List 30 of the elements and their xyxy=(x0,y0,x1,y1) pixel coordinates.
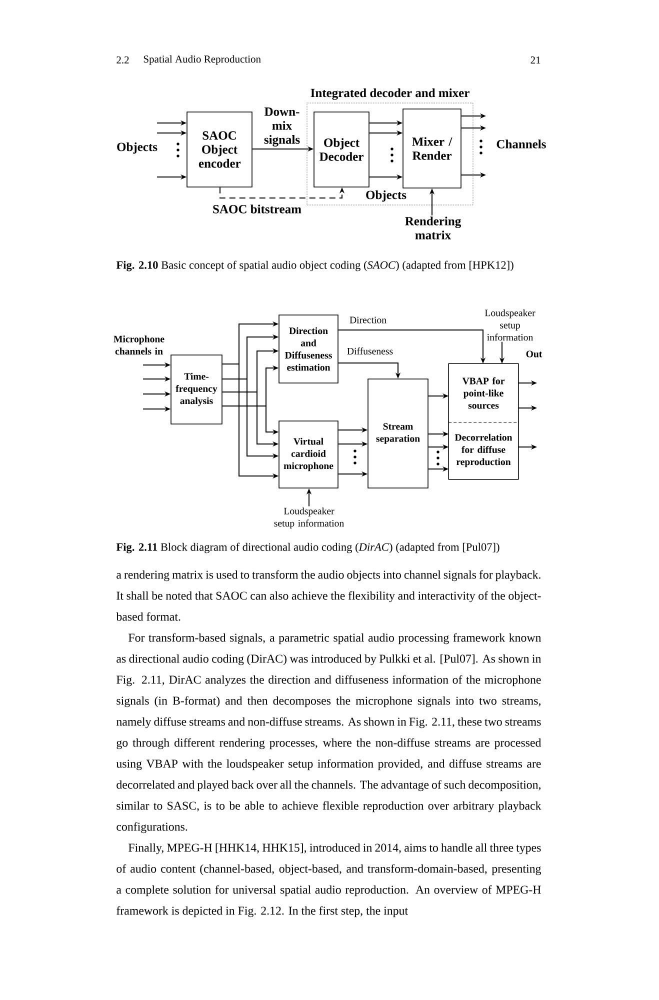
edge-label: Diffuseness xyxy=(346,346,394,356)
paragraph: a rendering matrix is used to transform the audio objects into channel signals for playback. It shall be noted that SAOC can also achieve the flexibility and interactivity of the object-based format. xyxy=(116,570,541,621)
process-box: Mixer / Render xyxy=(402,108,462,188)
signal-label: Microphone channels in xyxy=(114,335,164,355)
signal-label: Objects xyxy=(117,142,158,154)
edge-label: Down-mix signals xyxy=(258,106,306,148)
page-header: 2.2 xyxy=(116,56,129,64)
process-box: Virtual cardioid microphone xyxy=(278,420,338,488)
process-box: Time-frequency analysis xyxy=(170,354,222,424)
input-label: Loudspeaker setup information xyxy=(484,309,536,341)
process-box: SAOC Object encoder xyxy=(186,112,252,188)
input-label: Rendering matrix xyxy=(405,216,461,240)
signal-label: Objects xyxy=(366,190,406,202)
signal-label: Channels xyxy=(496,140,546,148)
signal-label: Out xyxy=(526,350,542,358)
paragraph: For transform-based signals, a parametric spatial audio processing framework known as directional audio coding (DirAC) was introduced by Pulkki et al. [Pul07]. As shown in Fig. 2.11, DirAC analyzes the direction and diffuseness information of the microphone signals (in B-format) and then decomposes the microphone signals into two streams, namely diffuse streams and non-diffuse streams. As shown in Fig. 2.11, these two streams go through different rendering processes, where the non-diffuse streams are processed using VBAP with the loudspeaker setup information provided, and diffuse streams are decorrelated and played back over all the channels. The advantage of such decomposition, similar to SASC, is to be able to achieve flexible reproduction over arbitrary playback configurations. xyxy=(116,633,542,834)
edge-label: Direction xyxy=(348,316,388,324)
process-box: Decorrelation for diffuse reproduction xyxy=(448,421,519,480)
group-title: Integrated decoder and mixer xyxy=(310,88,470,100)
input-label: Loudspeaker setup information xyxy=(274,507,344,529)
process-box: Stream separation xyxy=(368,378,428,488)
figure-caption: Fig. 2.11 Block diagram of directional audio coding (DirAC) (adapted from [Pul07]) xyxy=(116,542,500,554)
page-header: Spatial Audio Reproduction xyxy=(144,55,261,65)
figure-caption: Fig. 2.10 Basic concept of spatial audio object coding (SAOC) (adapted from [HPK12]) xyxy=(116,260,514,272)
process-box: VBAP for point-like sources xyxy=(448,363,519,423)
process-box: Direction and Diffuseness estimation xyxy=(278,314,338,384)
page-number: 21 xyxy=(530,56,540,64)
paragraph: Finally, MPEG-H [HHK14, HHK15], introduced in 2014, aims to handle all three types of audio content (channel-based, object-based, and transform-domain-based, presenting a complete solution for universal spatial audio reproduction. An overview of MPEG-H framework is depicted in Fig. 2.12. In the first step, the input xyxy=(116,843,542,918)
edge-label: SAOC bitstream xyxy=(212,204,302,214)
process-box: Object Decoder xyxy=(314,112,370,188)
